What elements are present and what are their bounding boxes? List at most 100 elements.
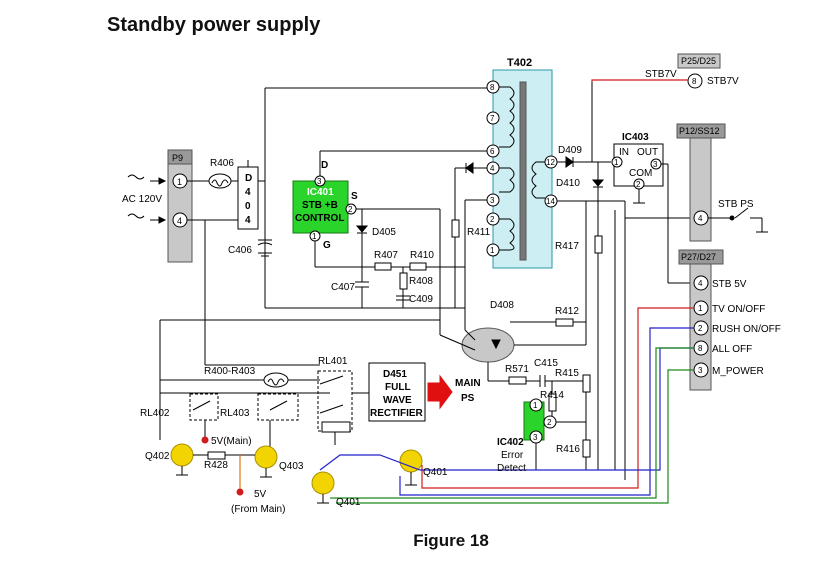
t402-pin-1: 1 — [490, 246, 495, 255]
t402-pin-4: 4 — [490, 164, 495, 173]
p27-label: P27/D27 — [681, 252, 716, 262]
t402-pin-14: 14 — [546, 197, 555, 206]
d404-d: D — [245, 173, 252, 184]
d451-line4: RECTIFIER — [370, 408, 424, 419]
r416-label: R416 — [556, 444, 580, 455]
q401b-transistor — [311, 471, 335, 495]
p9-connector — [167, 149, 193, 263]
ic401-line1: IC401 — [307, 187, 334, 198]
q402-transistor — [170, 443, 194, 467]
c407-label: C407 — [331, 282, 355, 293]
rl402-label: RL402 — [140, 408, 170, 419]
ic401-pin-s: S — [351, 191, 358, 202]
wire-stb7v — [591, 79, 688, 82]
stb7v-wire-label: STB7V — [645, 69, 677, 80]
p27-pin-3: 3 — [698, 366, 703, 375]
stb7v-pin-label: STB7V — [707, 76, 739, 87]
c415-label: C415 — [534, 358, 558, 369]
r417-label: R417 — [555, 241, 579, 252]
c409-label: C409 — [409, 294, 433, 305]
page-title: Standby power supply — [107, 14, 321, 36]
t402-pin-6: 6 — [490, 147, 495, 156]
ic403-pin-2: 2 — [636, 180, 641, 189]
r408-label: R408 — [409, 276, 433, 287]
d451-rectifier — [368, 362, 426, 422]
5v-from-main-dot — [236, 488, 244, 496]
ic403-out: OUT — [637, 147, 658, 158]
d410-label: D410 — [556, 178, 580, 189]
r400-r403-label: R400-R403 — [204, 366, 256, 377]
p9-pin-1: 1 — [177, 177, 182, 187]
p25-pin: 8 — [692, 77, 697, 86]
d451-line1: D451 — [383, 369, 407, 380]
r410-label: R410 — [410, 250, 434, 261]
ic401-pin-2: 2 — [348, 205, 353, 214]
d404-4b: 4 — [245, 215, 251, 226]
q403-transistor — [254, 445, 278, 469]
d408-optocoupler — [461, 327, 515, 363]
ic402-pin-2: 2 — [547, 418, 552, 427]
p12-pin: 4 — [698, 214, 703, 223]
ic403-in: IN — [619, 147, 629, 158]
rl401-label: RL401 — [318, 356, 348, 367]
ic402-line2: Error — [501, 450, 524, 461]
r415-label: R415 — [555, 368, 579, 379]
p27-pin-4: 4 — [698, 279, 703, 288]
q402-label: Q402 — [145, 451, 170, 462]
all-off-label: ALL OFF — [712, 344, 752, 355]
wire-tv-onoff — [421, 307, 694, 489]
v5-from-main-2: (From Main) — [231, 504, 285, 515]
ic401-pin-g: G — [323, 240, 331, 251]
c406-label: C406 — [228, 245, 252, 256]
p25-label: P25/D25 — [681, 56, 716, 66]
stb-5v-label: STB 5V — [712, 279, 747, 290]
r406-label: R406 — [210, 158, 234, 169]
p9-label: P9 — [172, 153, 183, 163]
ic402-pin-1: 1 — [533, 401, 538, 410]
ic401-pin-1: 1 — [312, 232, 317, 241]
rl403-label: RL403 — [220, 408, 250, 419]
ic401-line2: STB +B — [302, 200, 338, 211]
p27-pin-8: 8 — [698, 344, 703, 353]
ic401-line3: CONTROL — [295, 213, 344, 224]
rush-onoff-label: RUSH ON/OFF — [712, 324, 781, 335]
v5-main-label: 5V(Main) — [211, 436, 252, 447]
ic402-line1: IC402 — [497, 437, 524, 448]
ac-label: AC 120V — [122, 194, 162, 205]
t402-pin-2: 2 — [490, 215, 495, 224]
ic403-pin-3: 3 — [653, 160, 658, 169]
d404-4a: 4 — [245, 187, 251, 198]
ic403-label: IC403 — [622, 132, 649, 143]
t402-pin-12: 12 — [546, 158, 555, 167]
wire-green2 — [330, 347, 694, 499]
t402-label: T402 — [507, 57, 532, 69]
wire-m-power — [336, 369, 694, 504]
p25-connector — [677, 53, 721, 69]
t402-pin-7: 7 — [490, 114, 495, 123]
r428-label: R428 — [204, 460, 228, 471]
ic403-pin-1: 1 — [614, 158, 619, 167]
rl403-relay — [257, 393, 299, 421]
ic401-pin-d: D — [321, 160, 328, 171]
figure-caption: Figure 18 — [413, 531, 489, 550]
ic401-pin-3: 3 — [317, 177, 322, 186]
r414-label: R414 — [540, 390, 564, 401]
rl402-relay — [189, 393, 219, 421]
d409-label: D409 — [558, 145, 582, 156]
ic401-control — [292, 180, 349, 234]
d451-line2: FULL — [385, 382, 411, 393]
d405-label: D405 — [372, 227, 396, 238]
wire-rush-onoff — [399, 327, 694, 496]
q401b-label: Q401 — [336, 497, 361, 508]
p12-label: P12/SS12 — [679, 126, 720, 136]
ic403-com: COM — [629, 168, 652, 179]
m-power-label: M_POWER — [712, 366, 764, 377]
d408-label: D408 — [490, 300, 514, 311]
t402-pin-8: 8 — [490, 83, 495, 92]
ic402-pin-3: 3 — [533, 433, 538, 442]
r412-label: R412 — [555, 306, 579, 317]
q403-label: Q403 — [279, 461, 304, 472]
t402-pin-3: 3 — [490, 196, 495, 205]
ic402-line3: Detect — [497, 463, 526, 474]
